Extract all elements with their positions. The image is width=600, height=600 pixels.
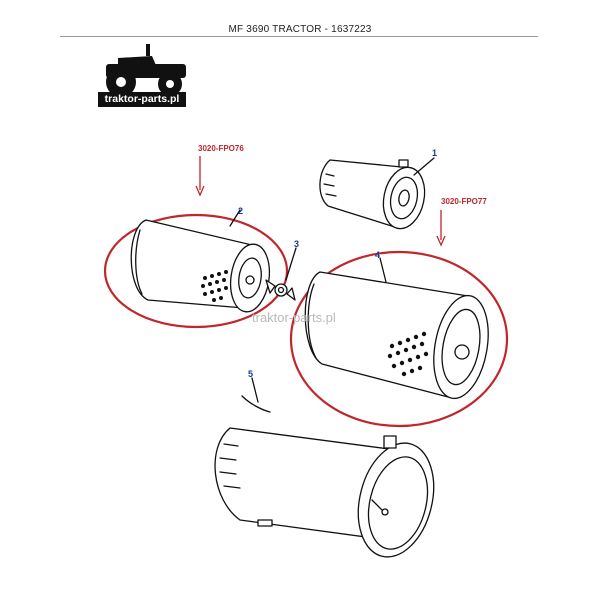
logo-banner [98,92,186,107]
reference-label-left: 3020-FPO76 [198,144,244,153]
watermark-text: traktor-parts.pl [252,310,336,325]
part-2-outer-filter-element [130,209,271,313]
reference-arrow-left [195,156,205,197]
logo-text: traktor-parts.pl [104,93,180,105]
part-4-inner-filter-element [304,257,489,400]
callout-number-3: 3 [294,239,299,249]
highlight-ellipse-left [103,213,289,329]
page-title: MF 3690 TRACTOR - 1637223 [228,24,372,35]
title-divider [60,36,538,37]
callout-number-2: 2 [238,206,243,216]
highlight-ellipse-right [289,250,509,428]
reference-label-right: 3020-FPO77 [441,197,487,206]
part-1-air-cleaner-housing-small [319,157,435,230]
part-5-air-cleaner-housing [214,377,435,558]
tractor-icon [106,44,186,97]
reference-arrow-right [436,210,446,247]
callout-number-1: 1 [432,148,437,158]
callout-number-4: 4 [375,250,380,260]
part-3-wing-nut [265,247,297,301]
callout-number-5: 5 [248,369,253,379]
